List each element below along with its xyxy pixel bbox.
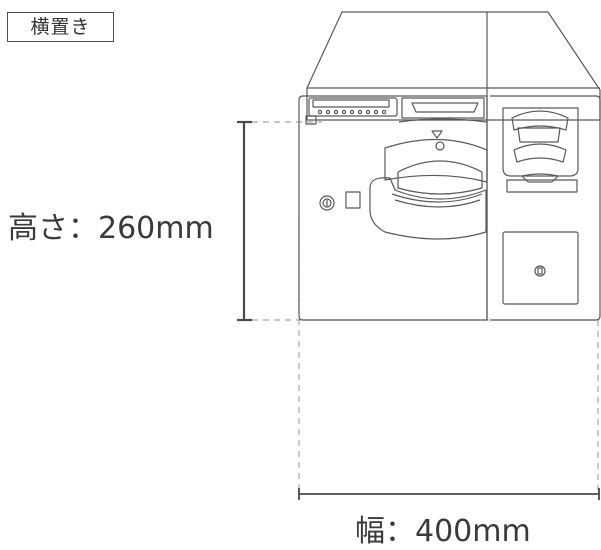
height-dimension	[237, 120, 252, 322]
lock-button	[345, 191, 361, 209]
bill-slot	[502, 107, 579, 193]
right-section	[490, 95, 601, 321]
machine-body	[298, 11, 601, 321]
receipt-slot	[401, 97, 485, 119]
height-label: 高さ：260mm	[8, 211, 214, 246]
width-dimension	[298, 488, 600, 500]
width-label: 幅：400mm	[355, 514, 531, 549]
coin-tray	[369, 130, 488, 240]
lock-icon	[534, 265, 546, 277]
key-lock-icon	[319, 195, 335, 211]
left-section	[298, 95, 488, 321]
orientation-tag: 横置き	[7, 12, 114, 42]
panel-buttons	[317, 109, 387, 115]
guide-lines	[252, 121, 600, 490]
display-window	[312, 99, 390, 108]
lower-door	[502, 231, 579, 305]
